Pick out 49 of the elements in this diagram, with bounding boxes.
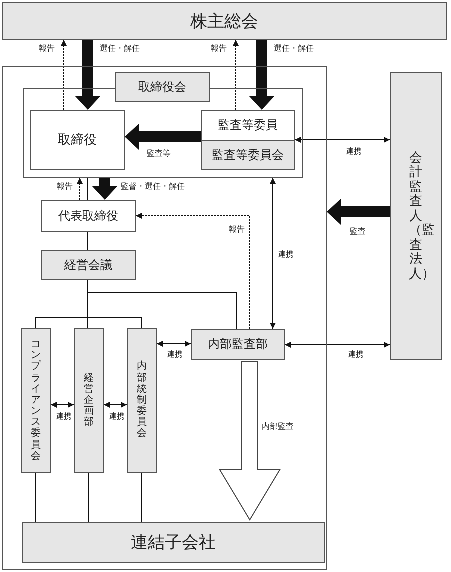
- connector-line: [88, 472, 90, 522]
- committee-box: 監査等委員会: [201, 140, 295, 170]
- arrow: [284, 342, 390, 348]
- arrow: [50, 402, 74, 408]
- representative-box: 代表取締役: [41, 200, 136, 232]
- edge-label: 内部監査: [261, 422, 295, 432]
- dotted-arrow: [233, 40, 239, 110]
- meeting-box: 株主総会: [2, 2, 447, 40]
- department-box: 経営企画部: [74, 328, 104, 473]
- edge-label: 連携: [108, 412, 126, 422]
- auditor-box: 会計監査人（監査法人）: [390, 72, 442, 360]
- committee-member-box: [201, 110, 295, 170]
- edge-label: 監督・選任・解任: [120, 182, 186, 192]
- dotted-arrow: [136, 213, 250, 330]
- director-box: 取締役: [30, 110, 125, 170]
- edge-label: 報告: [38, 44, 56, 54]
- dotted-arrow: [61, 40, 67, 110]
- thick-arrow: [327, 199, 390, 225]
- board-tab: 取締役会: [115, 72, 210, 102]
- edge-label: 連携: [166, 350, 184, 360]
- box-heading: 監査等委員: [218, 117, 278, 134]
- edge-label: 選任・解任: [273, 44, 315, 54]
- department-box: 内部監査部: [191, 329, 285, 360]
- edge-label: 監査: [349, 227, 367, 237]
- meeting-box: 経営会議: [41, 250, 136, 280]
- edge-label: 報告: [210, 44, 228, 54]
- edge-label: 連携: [347, 350, 365, 360]
- thick-arrow: [75, 40, 101, 110]
- arrow: [270, 178, 276, 330]
- edge-label: 連携: [55, 412, 73, 422]
- thick-arrow: [92, 178, 118, 200]
- committee-box: 内部統制委員会: [127, 328, 157, 473]
- arrow: [104, 402, 128, 408]
- edge-label: 報告: [228, 225, 246, 235]
- edge-label: 報告: [56, 182, 74, 192]
- company-box: 連結子会社: [22, 522, 325, 563]
- edge-label: 連携: [277, 250, 295, 260]
- edge-label: 監査等: [146, 149, 172, 159]
- thick-arrow: [249, 40, 275, 110]
- edge-label: 選任・解任: [99, 44, 141, 54]
- arrow: [294, 137, 390, 143]
- hollow-arrow: [219, 362, 281, 521]
- dotted-arrow: [77, 178, 83, 200]
- edge-label: 連携: [345, 147, 363, 157]
- connector-line: [88, 280, 238, 330]
- company-frame: [2, 66, 327, 570]
- thick-arrow: [125, 124, 201, 150]
- arrow: [156, 341, 192, 347]
- committee-box: コンプライアンス委員会: [21, 328, 51, 473]
